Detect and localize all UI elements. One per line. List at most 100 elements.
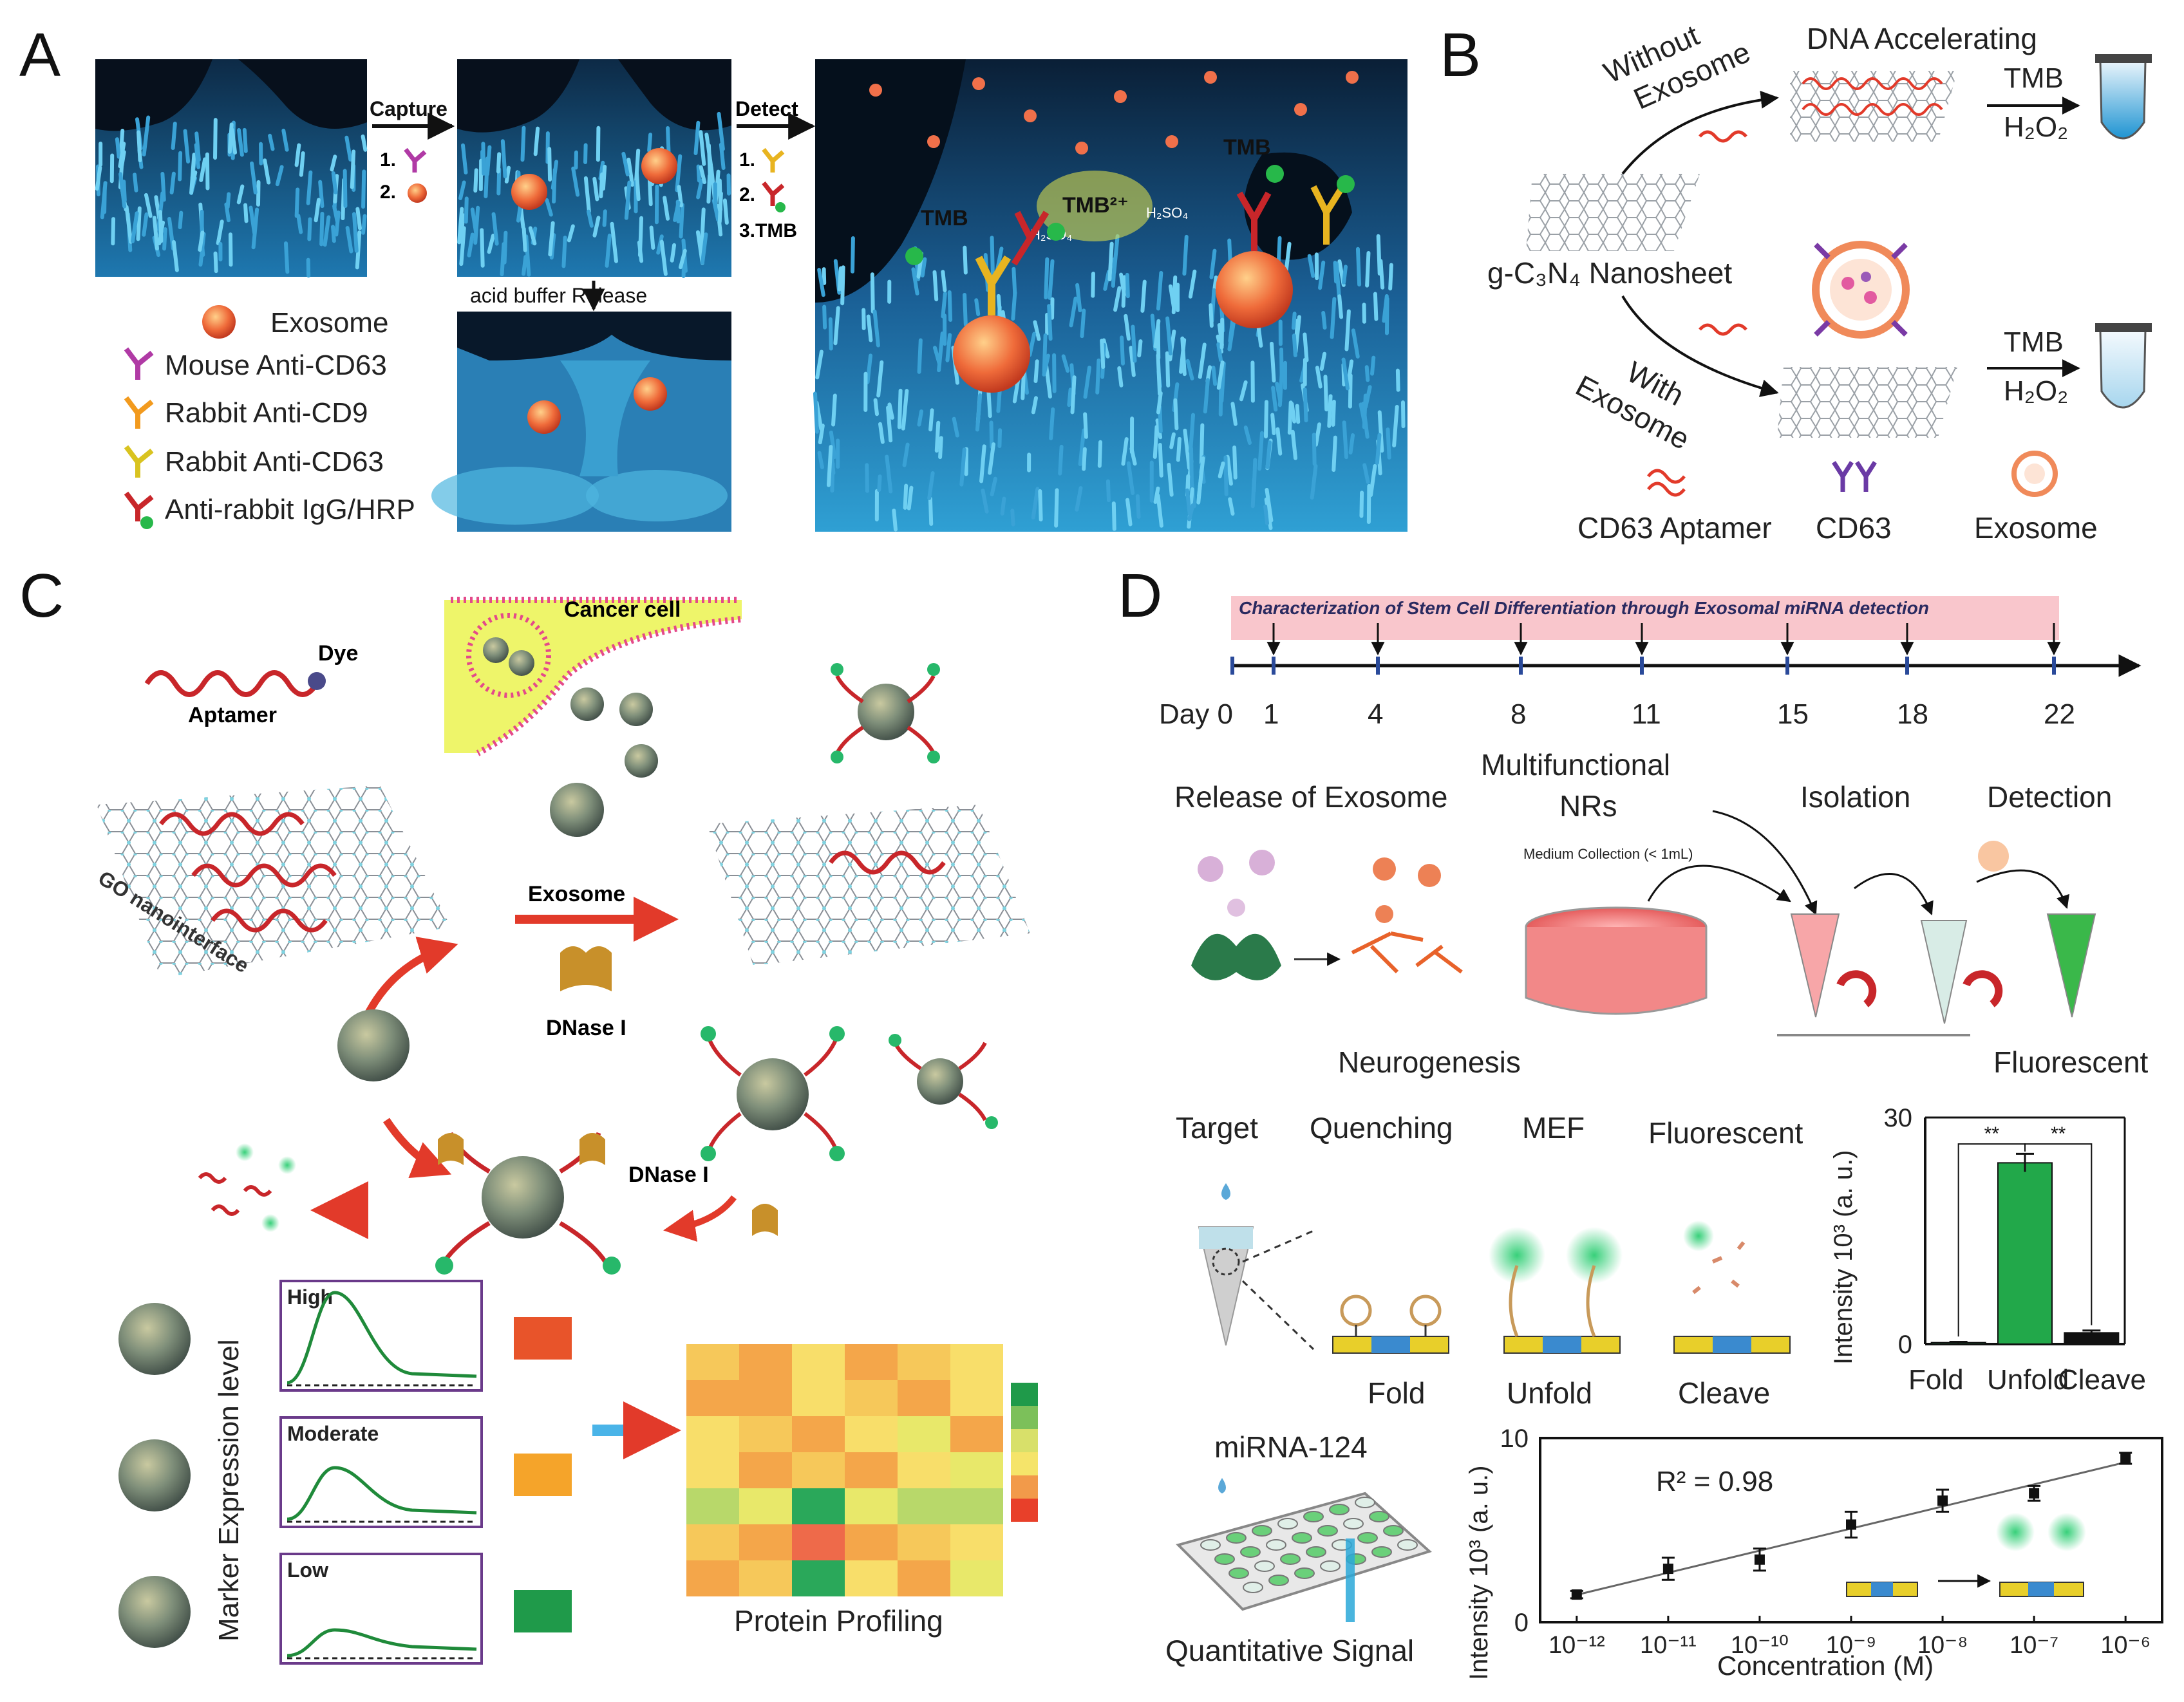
scatter-y-label: Intensity 10³ (a. u.) bbox=[1465, 1466, 1493, 1680]
scatter-x-tick-label: 10⁻¹⁰ bbox=[1731, 1632, 1789, 1659]
detection-image: TMB TMB²⁺ TMB H₂SO₄ H₂SO₄ bbox=[813, 59, 1407, 532]
bar-category-label: Fold bbox=[1908, 1364, 1964, 1396]
timeline-day-label: 4 bbox=[1368, 698, 1383, 730]
level-swatch bbox=[514, 1317, 572, 1360]
detection-label: Detection bbox=[1987, 780, 2112, 814]
well bbox=[1371, 1546, 1392, 1558]
marker-expression-ylabel: Marker Expression level bbox=[213, 1340, 245, 1642]
step-mef: MEF bbox=[1522, 1111, 1585, 1145]
release-label: acid buffer Release bbox=[470, 284, 647, 307]
dnase-enzyme bbox=[560, 946, 612, 991]
level-swatch bbox=[514, 1590, 572, 1632]
heatmap-cell bbox=[898, 1488, 950, 1524]
bound-exosome bbox=[953, 315, 1030, 393]
heatmap-cell bbox=[950, 1488, 1003, 1524]
heatmap-cell bbox=[898, 1416, 950, 1452]
nanorods-3 bbox=[813, 234, 1406, 532]
timeline-day-label: 11 bbox=[1632, 698, 1661, 730]
heatmap-cell bbox=[792, 1344, 845, 1380]
aptamer-label: Aptamer bbox=[188, 703, 277, 727]
nanorod-unfold bbox=[1489, 1227, 1623, 1354]
nanorods-1 bbox=[95, 115, 368, 278]
legend-exosome: Exosome bbox=[270, 307, 388, 339]
state-cleave: Cleave bbox=[1678, 1376, 1770, 1410]
bar-unfold bbox=[1997, 1162, 2053, 1345]
g-c3n4-nanosheet bbox=[1526, 174, 1700, 251]
detect-step-3: 3.TMB bbox=[739, 220, 797, 241]
panel-a-letter: A bbox=[19, 21, 61, 89]
timeline-day-label: Day 0 bbox=[1159, 698, 1233, 730]
neurogenesis-label: Neurogenesis bbox=[1338, 1045, 1521, 1079]
colorbar-segment bbox=[1011, 1406, 1038, 1429]
captured-exosome bbox=[641, 148, 677, 184]
well bbox=[1214, 1553, 1235, 1565]
dna-accelerating-label: DNA Accelerating bbox=[1807, 22, 2037, 55]
heatmap-cell bbox=[898, 1560, 950, 1596]
heatmap-cell bbox=[686, 1524, 739, 1560]
exosome-c bbox=[570, 687, 604, 721]
timeline-banner bbox=[1231, 596, 2059, 640]
detect-step-1: 1. bbox=[739, 149, 755, 171]
heatmap-cell bbox=[739, 1416, 792, 1452]
inset-rod-center bbox=[1871, 1582, 1893, 1596]
profile-level-low: Low bbox=[287, 1558, 328, 1582]
exosome-arrow-label: Exosome bbox=[528, 882, 625, 906]
nanosheet-bare bbox=[1777, 367, 1957, 438]
heatmap-cell bbox=[739, 1452, 792, 1488]
panel-b-letter: B bbox=[1440, 21, 1481, 89]
well bbox=[1355, 1497, 1375, 1508]
target-tube bbox=[1198, 1183, 1315, 1351]
aptamer-helix bbox=[144, 670, 319, 697]
timeline-banner-text: Characterization of Stem Cell Differenti… bbox=[1239, 598, 1929, 618]
cancer-cell-membrane: Cancer cell bbox=[444, 597, 742, 756]
legend-anti-rabbit-igg-hrp: Anti-rabbit IgG/HRP bbox=[165, 494, 415, 525]
exosome-bound-right bbox=[701, 1026, 998, 1161]
heatmap-cell bbox=[686, 1344, 739, 1380]
scatter-x-tick-label: 10⁻¹¹ bbox=[1640, 1632, 1697, 1659]
heatmap-cell bbox=[739, 1344, 792, 1380]
significance-mark: ** bbox=[2051, 1123, 2066, 1145]
heatmap-cell bbox=[686, 1380, 739, 1416]
legend-cd63-aptamer: CD63 Aptamer bbox=[1577, 511, 1772, 545]
bar-y-tick-label: 30 bbox=[1884, 1104, 1913, 1132]
release-exosome-label: Release of Exosome bbox=[1174, 780, 1447, 814]
profile-curve bbox=[287, 1466, 477, 1521]
scatter-point bbox=[1662, 1564, 1673, 1575]
detection-beam bbox=[1346, 1538, 1355, 1622]
heatmap-cell bbox=[898, 1524, 950, 1560]
bar-category-label: Unfold bbox=[1987, 1364, 2069, 1396]
heatmap-cell bbox=[792, 1416, 845, 1452]
scatter-point bbox=[1571, 1589, 1582, 1600]
colorbar-segment bbox=[1011, 1383, 1038, 1406]
panel-a-surface-1 bbox=[95, 59, 368, 278]
exosome-c bbox=[625, 744, 658, 778]
well bbox=[1277, 1518, 1298, 1529]
scatter-x-tick-label: 10⁻⁸ bbox=[1917, 1632, 1968, 1659]
tube-light bbox=[2099, 330, 2147, 409]
level-swatch bbox=[514, 1454, 572, 1496]
step-fluorescent: Fluorescent bbox=[1648, 1116, 1803, 1150]
captured-exosome bbox=[511, 174, 547, 210]
heatmap-cell bbox=[739, 1380, 792, 1416]
panel-b-legend: CD63 Aptamer CD63 Exosome bbox=[1577, 451, 2098, 545]
scatter-point bbox=[1846, 1519, 1856, 1530]
nanorod-cleave bbox=[1673, 1220, 1791, 1354]
heatmap-cell bbox=[950, 1524, 1003, 1560]
heatmap-cell bbox=[845, 1380, 898, 1416]
exosome-dnase-complex bbox=[435, 1132, 621, 1275]
tmb-label-3: TMB bbox=[1223, 135, 1271, 160]
timeline-day-label: 18 bbox=[1897, 698, 1928, 730]
well bbox=[1268, 1575, 1289, 1586]
capture-step-2: 2. bbox=[380, 182, 396, 203]
heatmap-cell bbox=[686, 1452, 739, 1488]
panel-d-letter: D bbox=[1118, 561, 1162, 630]
colorbar-segment bbox=[1011, 1452, 1038, 1475]
well bbox=[1397, 1539, 1418, 1551]
dnase-label-2: DNase I bbox=[628, 1163, 709, 1187]
isolation-label: Isolation bbox=[1800, 780, 1910, 814]
colorbar-segment bbox=[1011, 1475, 1038, 1499]
heatmap-cell bbox=[792, 1452, 845, 1488]
scatter-x-tick-label: 10⁻¹² bbox=[1549, 1632, 1605, 1659]
well bbox=[1266, 1539, 1286, 1551]
state-fold: Fold bbox=[1368, 1376, 1425, 1410]
